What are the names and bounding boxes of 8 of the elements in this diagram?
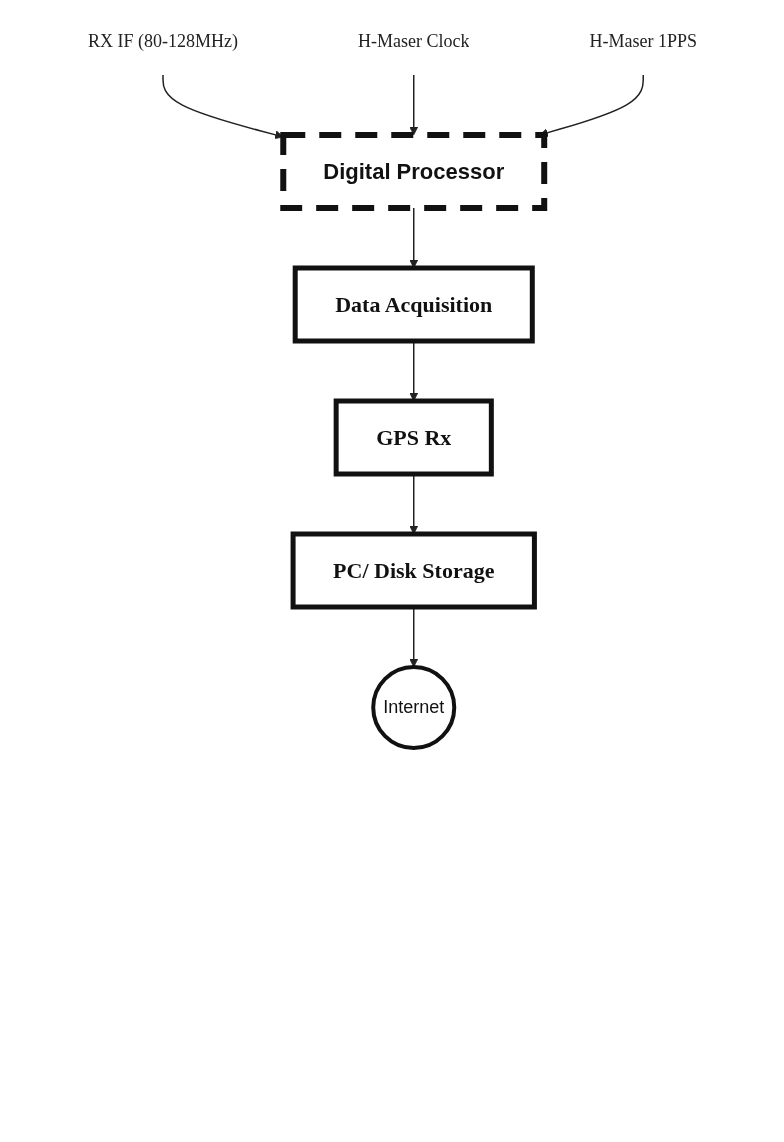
node-text: H-Maser 1PPS	[588, 31, 697, 51]
node-box: GPS Rx	[333, 398, 494, 477]
node-text: H-Maser Clock	[357, 31, 469, 51]
node-box: Data Acquisition	[292, 265, 535, 344]
node-box: PC/ Disk Storage	[290, 531, 537, 610]
node-box: Digital Processor	[279, 132, 547, 211]
node-circle: Internet	[370, 665, 456, 751]
node-text: RX IF (80-128MHz)	[87, 31, 238, 51]
